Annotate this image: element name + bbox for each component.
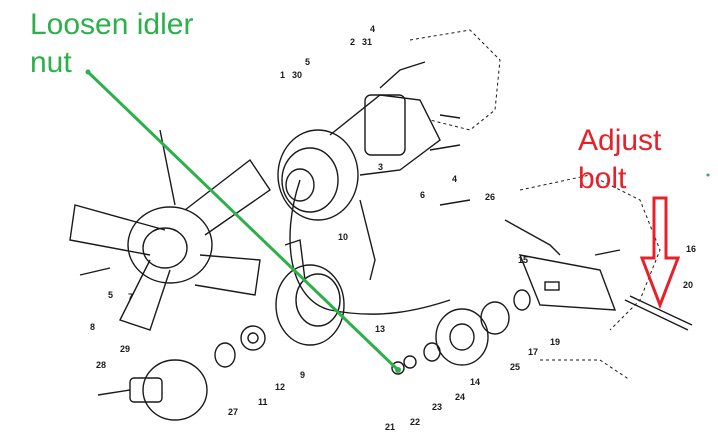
part-number-label: 7 [128,292,133,302]
part-number-label: 21 [385,422,395,432]
part-number-label: 28 [96,360,106,370]
part-number-label: 25 [510,362,520,372]
loosen-idler-leader-line [86,70,400,372]
part-number-label: 27 [228,407,238,417]
part-number-label: 6 [420,190,425,200]
part-number-label: 15 [518,255,528,265]
idler-pulley [435,289,531,366]
part-number-label: 29 [120,344,130,354]
loosen-idler-line1: Loosen idler [30,8,194,41]
alternator-pulley [275,239,345,346]
part-number-label: 12 [275,382,285,392]
part-number-label: 4 [370,24,375,34]
part-number-label: 26 [485,192,495,202]
part-number-label: 1 [280,70,285,80]
adjust-bolt-arrow-icon [639,196,681,310]
part-number-label: 11 [258,397,268,407]
engine-block-outline [409,29,661,381]
loosen-idler-callout: Loosen idler nut [30,6,193,82]
adjust-bolt-line1: Adjust [578,124,662,157]
part-number-label: 5 [305,57,310,67]
washers-and-nuts [214,325,441,375]
part-number-label: 24 [455,392,465,402]
part-number-label: 4 [452,174,457,184]
part-number-label: 30 [292,70,302,80]
part-number-label: 20 [683,280,693,290]
part-number-label: 2 [350,37,355,47]
fan-hub [129,359,208,421]
part-number-label: 10 [338,232,348,242]
part-number-label: 16 [686,244,696,254]
part-number-label: 3 [378,162,383,172]
loosen-idler-target-dot [395,367,401,373]
part-number-label: 9 [300,370,305,380]
fan-assembly [69,129,271,331]
part-number-label: 5 [108,290,113,300]
part-number-label: 13 [375,324,385,334]
adjust-bolt-callout: Adjust bolt [578,122,661,198]
adjust-bolt-line2: bolt [578,162,627,195]
part-number-label: 19 [550,337,560,347]
part-number-label: 31 [362,37,372,47]
water-pump-pulley [277,61,441,221]
part-number-label: 14 [470,377,480,387]
part-number-label: 8 [90,322,95,332]
stray-dot [706,173,710,177]
drive-belt [289,179,451,315]
part-number-label: 22 [410,417,420,427]
idler-bracket [504,219,693,331]
part-number-label: 23 [432,402,442,412]
loosen-idler-line2: nut [30,46,72,79]
bolts [79,114,471,396]
loosen-idler-leader-dot [85,69,91,75]
part-number-label: 17 [528,347,538,357]
